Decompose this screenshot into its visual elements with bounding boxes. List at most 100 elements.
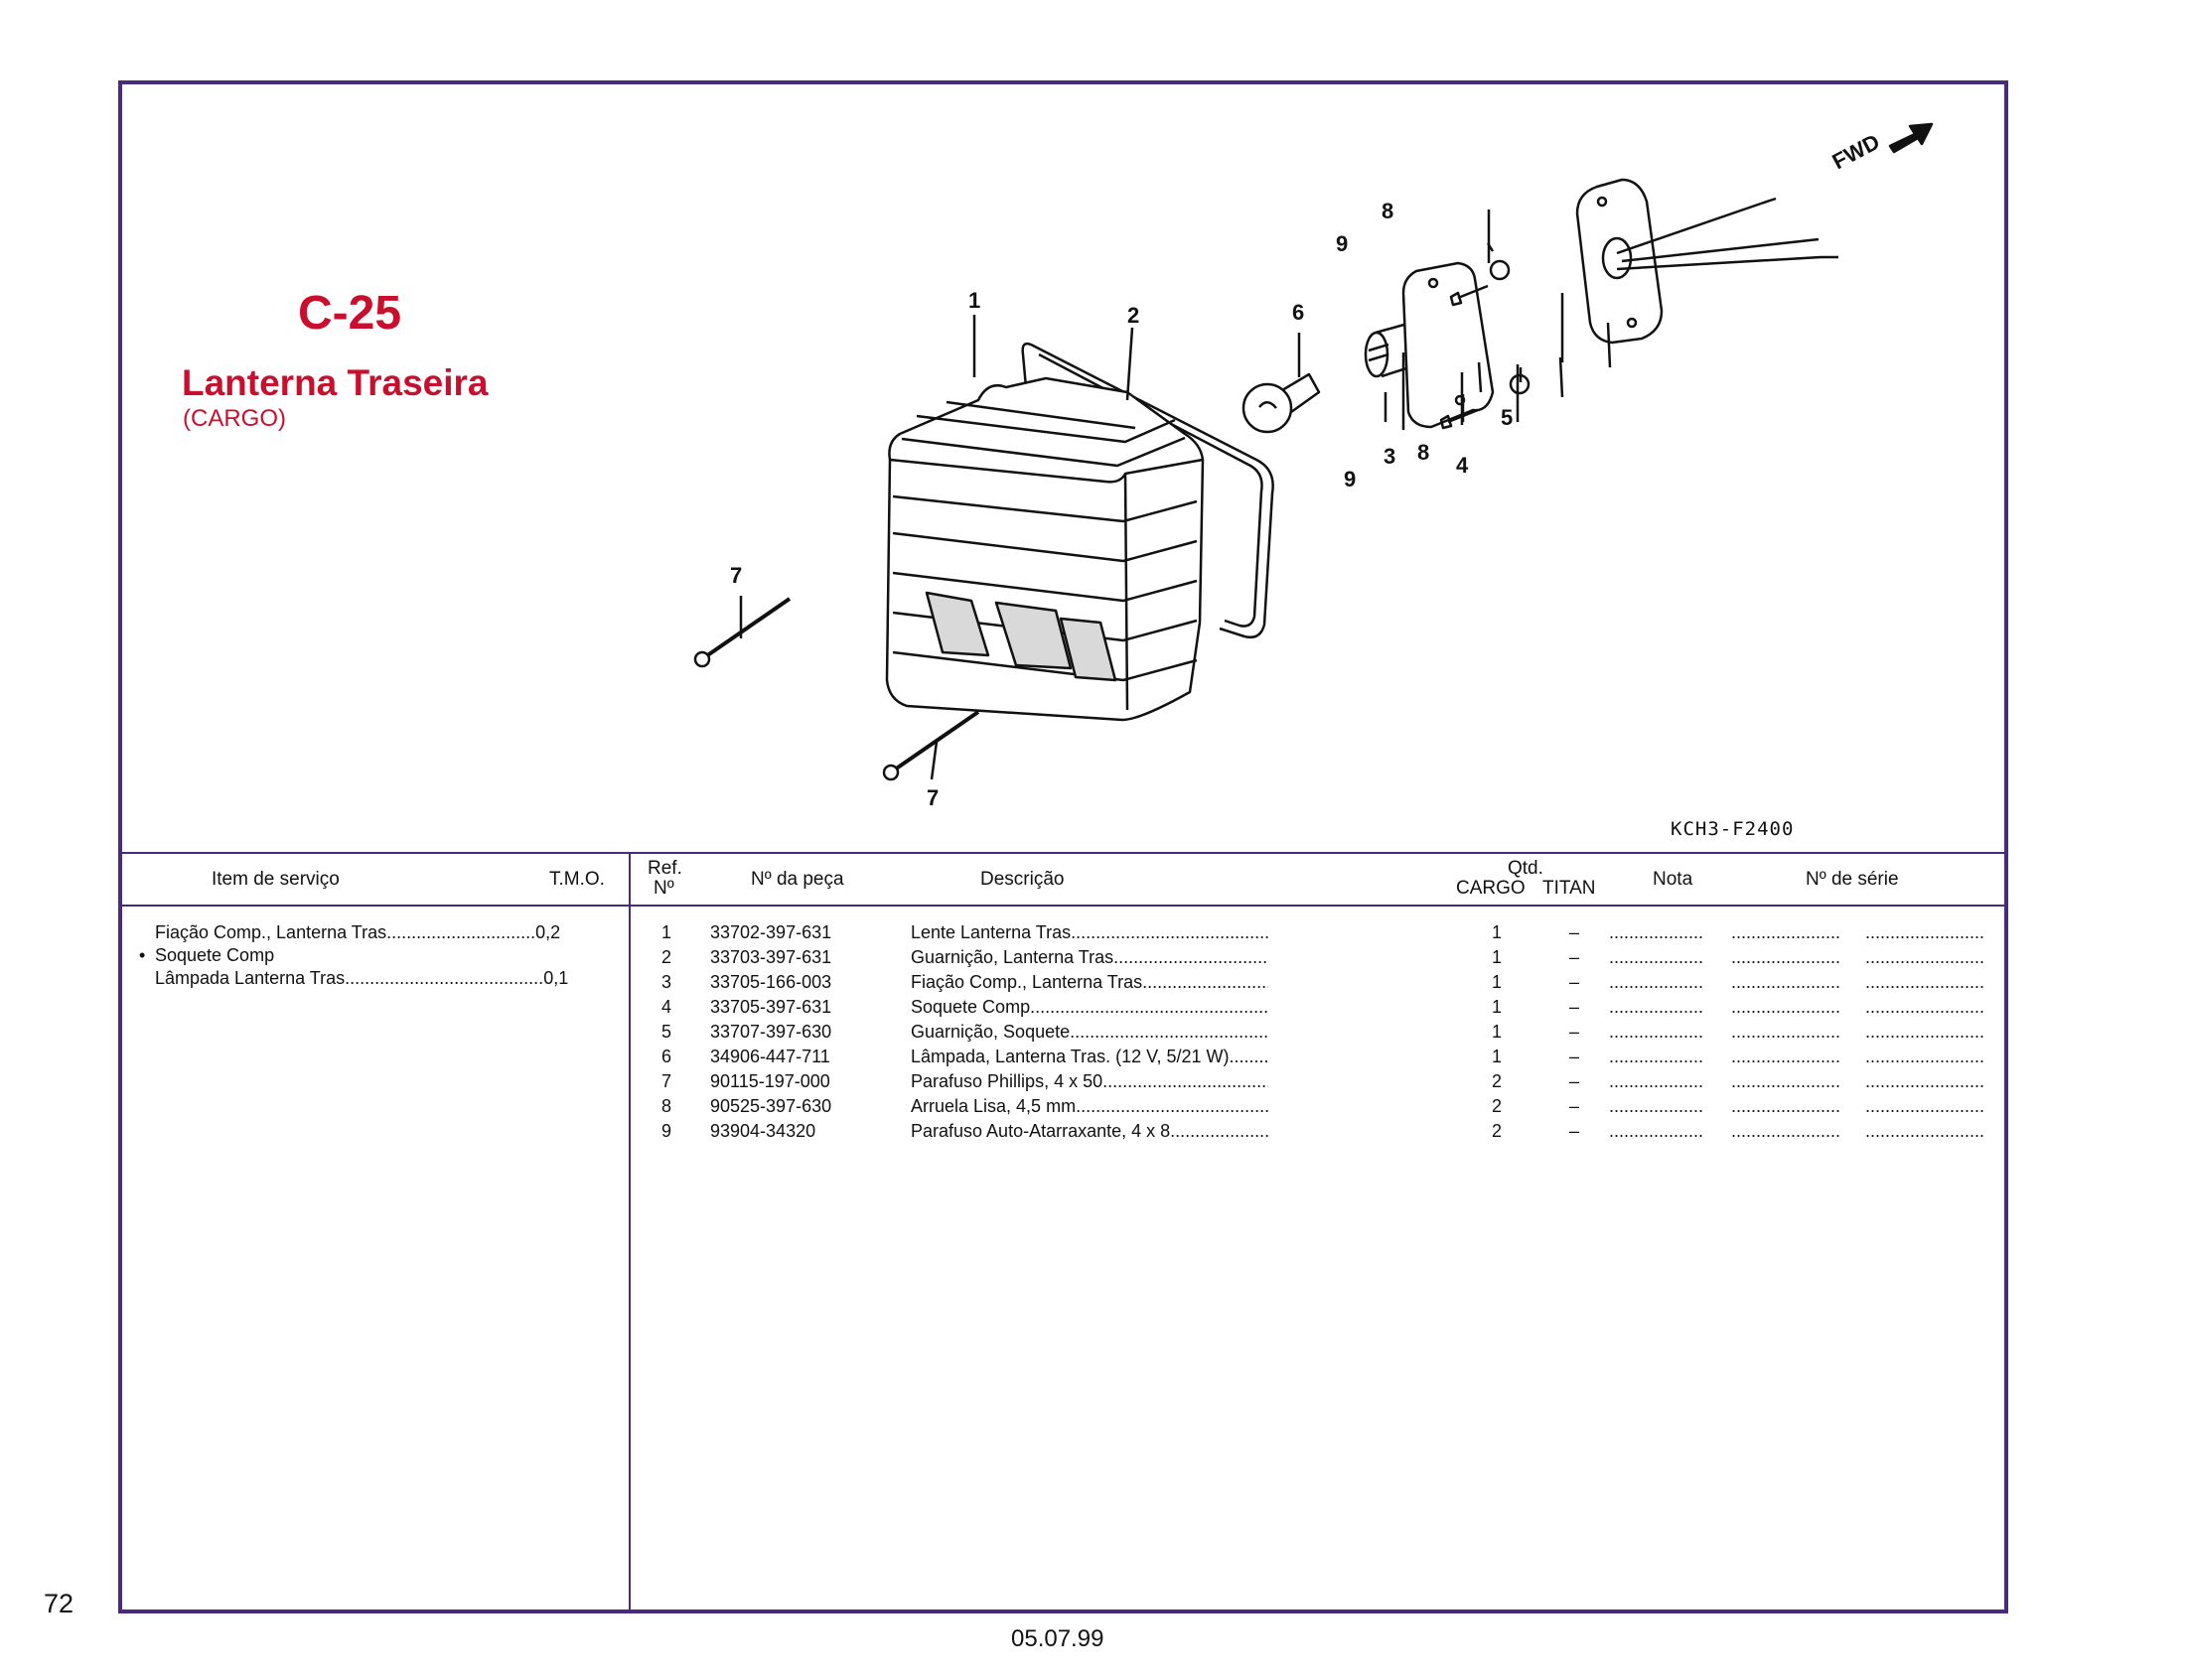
header-note: Nota [1653, 869, 1693, 890]
callout-8a: 8 [1382, 199, 1393, 223]
service-item: Lâmpada Lanterna Tras...................… [139, 968, 611, 989]
revision-date: 05.07.99 [1011, 1625, 1104, 1652]
description-dots: ........................................… [1076, 1096, 1268, 1116]
header-service-item: Item de serviço [212, 869, 340, 890]
page-title: Lanterna Traseira [182, 362, 489, 403]
service-item-name: Lâmpada Lanterna Tras [155, 968, 346, 988]
header-qty: Qtd. [1508, 858, 1543, 879]
qty-cargo-cell: 1 [1492, 922, 1503, 942]
service-item-name: Fiação Comp., Lanterna Tras [155, 922, 387, 942]
qty-cargo-cell: 1 [1492, 947, 1503, 967]
drawing-code: KCH3-F2400 [1671, 818, 1795, 840]
ref-cell: 6 [661, 1047, 672, 1066]
ref-cell: 9 [661, 1121, 672, 1141]
service-item: Fiação Comp., Lanterna Tras.............… [139, 922, 611, 943]
description-dots: ........................................… [1170, 1121, 1268, 1141]
note-blank: ................... [1609, 947, 1704, 967]
wire-leads [1616, 197, 1838, 271]
note-blank: ................... [1609, 997, 1704, 1017]
table-row: 1 33702-397-631 Lente Lanterna Tras.....… [636, 922, 2001, 947]
note-blank-2: ...................... [1731, 922, 1841, 942]
callout-2: 2 [1127, 303, 1139, 328]
description-cell: Soquete Comp............................… [911, 997, 1268, 1018]
description-text: Soquete Comp [911, 997, 1031, 1017]
serial-blank: ........................ [1865, 1071, 1985, 1091]
description-cell: Guarnição, Soquete......................… [911, 1022, 1268, 1043]
note-blank-2: ...................... [1731, 997, 1841, 1017]
note-blank-2: ...................... [1731, 972, 1841, 992]
section-code: C-25 [298, 287, 402, 340]
qty-titan-cell: – [1569, 922, 1580, 942]
description-cell: Parafuso Auto-Atarraxante, 4 x 8........… [911, 1121, 1268, 1142]
ref-cell: 3 [661, 972, 672, 992]
table-top-rule [122, 852, 2004, 854]
serial-blank: ........................ [1865, 1121, 1985, 1141]
description-text: Parafuso Phillips, 4 x 50 [911, 1071, 1103, 1091]
qty-titan-cell: – [1569, 1071, 1580, 1091]
gasket-part-2 [1021, 342, 1274, 638]
part-number-cell: 33702-397-631 [710, 922, 832, 942]
header-part-number: Nº da peça [751, 869, 844, 890]
qty-cargo-cell: 1 [1492, 1022, 1503, 1042]
description-text: Parafuso Auto-Atarraxante, 4 x 8 [911, 1121, 1171, 1141]
part-number-cell: 33707-397-630 [710, 1022, 832, 1042]
description-dots: ........................................… [1142, 972, 1268, 992]
socket-gasket-part-5 [1575, 178, 1664, 345]
table-row: 2 33703-397-631 Guarnição, Lanterna Tras… [636, 947, 2001, 972]
table-row: 5 33707-397-630 Guarnição, Soquete......… [636, 1022, 2001, 1047]
note-blank-2: ...................... [1731, 1096, 1841, 1116]
description-text: Fiação Comp., Lanterna Tras [911, 972, 1143, 992]
ref-cell: 1 [661, 922, 672, 942]
table-row: 8 90525-397-630 Arruela Lisa, 4,5 mm....… [636, 1096, 2001, 1121]
header-ref: Ref. [648, 858, 682, 879]
table-row: 9 93904-34320 Parafuso Auto-Atarraxante,… [636, 1121, 2001, 1146]
header-ref-no: Nº [654, 878, 674, 899]
description-text: Lente Lanterna Tras [911, 922, 1072, 942]
service-item-dots: .............................. [386, 922, 536, 942]
note-blank: ................... [1609, 1071, 1704, 1091]
service-item-dots: ........................................ [345, 968, 544, 988]
header-qty-cargo: CARGO [1456, 878, 1526, 899]
qty-cargo-cell: 2 [1492, 1096, 1503, 1116]
ref-cell: 5 [661, 1022, 672, 1042]
note-blank: ................... [1609, 1121, 1704, 1141]
description-text: Guarnição, Soquete [911, 1022, 1071, 1042]
qty-cargo-cell: 2 [1492, 1121, 1503, 1141]
callout-9b: 9 [1344, 467, 1356, 491]
description-cell: Fiação Comp., Lanterna Tras.............… [911, 972, 1268, 993]
note-blank-2: ...................... [1731, 947, 1841, 967]
description-dots: ........................................… [1102, 1071, 1268, 1091]
callout-7a: 7 [730, 563, 742, 588]
qty-titan-cell: – [1569, 947, 1580, 967]
note-blank: ................... [1609, 1096, 1704, 1116]
description-text: Guarnição, Lanterna Tras [911, 947, 1114, 967]
callout-6: 6 [1292, 300, 1304, 325]
serial-blank: ........................ [1865, 972, 1985, 992]
ref-cell: 2 [661, 947, 672, 967]
page-frame [118, 80, 2008, 1613]
description-dots: ........................................… [1229, 1047, 1268, 1066]
table-row: 3 33705-166-003 Fiação Comp., Lanterna T… [636, 972, 2001, 997]
long-screw-part-7 [693, 597, 792, 668]
page-subtitle: (CARGO) [183, 405, 286, 432]
description-cell: Lente Lanterna Tras.....................… [911, 922, 1268, 943]
callout-5: 5 [1501, 405, 1513, 430]
description-text: Arruela Lisa, 4,5 mm [911, 1096, 1077, 1116]
note-blank-2: ...................... [1731, 1121, 1841, 1141]
qty-cargo-cell: 1 [1492, 997, 1503, 1017]
description-cell: Lâmpada, Lanterna Tras. (12 V, 5/21 W)..… [911, 1047, 1268, 1067]
table-row: 7 90115-197-000 Parafuso Phillips, 4 x 5… [636, 1071, 2001, 1096]
serial-blank: ........................ [1865, 997, 1985, 1017]
page-number: 72 [44, 1589, 74, 1618]
qty-cargo-cell: 1 [1492, 972, 1503, 992]
callout-1: 1 [968, 288, 980, 313]
service-item-tmo: 0,1 [543, 968, 569, 988]
part-number-cell: 90525-397-630 [710, 1096, 832, 1116]
serial-blank: ........................ [1865, 1022, 1985, 1042]
note-blank-2: ...................... [1731, 1047, 1841, 1066]
note-blank-2: ...................... [1731, 1071, 1841, 1091]
qty-titan-cell: – [1569, 1096, 1580, 1116]
note-blank: ................... [1609, 922, 1704, 942]
note-blank: ................... [1609, 1022, 1704, 1042]
exploded-diagram: FWD 1 2 3 4 5 6 7 7 8 8 9 9 [693, 122, 1934, 810]
